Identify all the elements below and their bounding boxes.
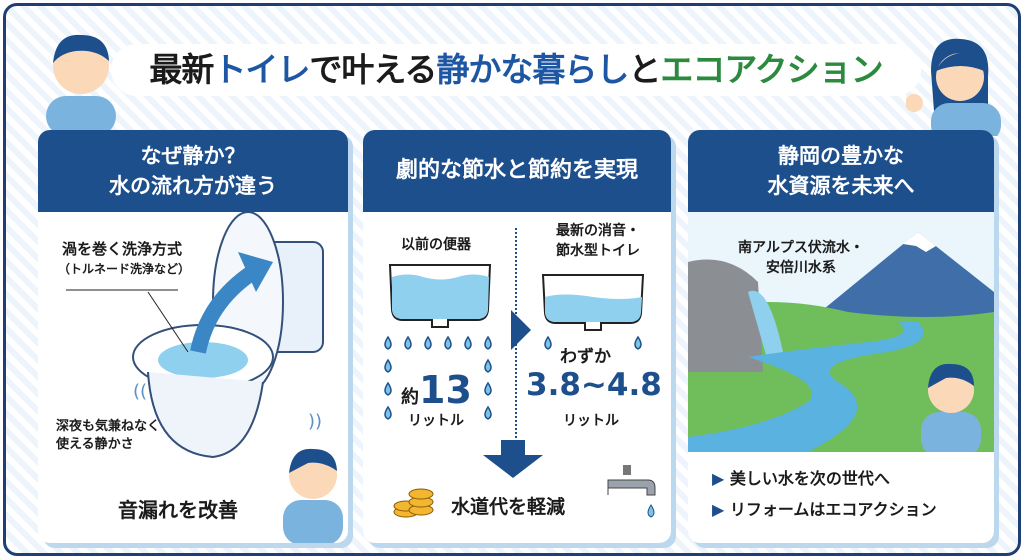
water-source-label: 南アルプス伏流水・安倍川水系 — [738, 240, 864, 276]
down-arrow-icon — [483, 440, 543, 478]
svg-text:)): )) — [308, 411, 322, 432]
man-avatar-icon — [46, 34, 116, 131]
faucet-icon — [607, 465, 656, 518]
old-toilet-label: 以前の便器 — [401, 237, 471, 253]
new-prefix: わずか — [560, 347, 611, 367]
old-volume: 約13 — [401, 368, 472, 412]
tank-comparison-icon — [384, 264, 645, 420]
panel-resources-heading: 静岡の豊かな水資源を未来へ — [688, 130, 994, 212]
water-bill-label: 水道代を軽減 — [451, 496, 566, 518]
woman-avatar-icon — [906, 38, 1001, 136]
new-unit: リットル — [563, 413, 619, 429]
swirl-flush-label: 渦を巻く洗浄方式 — [62, 240, 183, 258]
new-volume: 3.8~4.8 — [526, 367, 662, 403]
sound-leak-label: 音漏れを改善 — [118, 498, 238, 522]
night-label: 深夜も気兼ねなく — [56, 419, 161, 434]
coins-icon — [393, 488, 434, 518]
infographic-frame: 最新トイレで叶える静かな暮らしとエコアクション なぜ静か？水の流れ方が違う ((… — [3, 3, 1021, 556]
swirl-flush-sublabel: （トルネード洗浄など） — [58, 262, 191, 276]
old-unit: リットル — [408, 413, 464, 429]
page-title: 最新トイレで叶える静かな暮らしとエコアクション — [111, 44, 921, 96]
panel-water-heading: 劇的な節水と節約を実現 — [363, 130, 671, 212]
boy-avatar-icon — [283, 448, 343, 543]
panel-quiet-heading: なぜ静か？水の流れ方が違う — [38, 130, 348, 212]
toilet-illustration-icon: (()) — [66, 212, 324, 459]
night-label-2: 使える静かさ — [56, 437, 134, 452]
new-toilet-label: 最新の消音・節水型トイレ — [556, 223, 640, 259]
bullet-1: ▶ 美しい水を次の世代へ — [712, 469, 890, 488]
boy-thinking-avatar-icon — [921, 363, 981, 452]
panel-quiet: なぜ静か？水の流れ方が違う (()) 渦を巻く洗浄方式 （トルネード洗浄など） … — [38, 130, 348, 543]
panel-water-saving: 劇的な節水と節約を実現 以前の便器 最新の消音・節水型トイレ 約13 リットル … — [363, 130, 671, 543]
svg-text:((: (( — [133, 381, 147, 402]
panel-water-resources: 静岡の豊かな水資源を未来へ 南アルプス伏流水・安倍川水系 ▶ 美しい水を次の世代… — [688, 130, 994, 543]
bullet-2: ▶ リフォームはエコアクション — [712, 500, 937, 519]
